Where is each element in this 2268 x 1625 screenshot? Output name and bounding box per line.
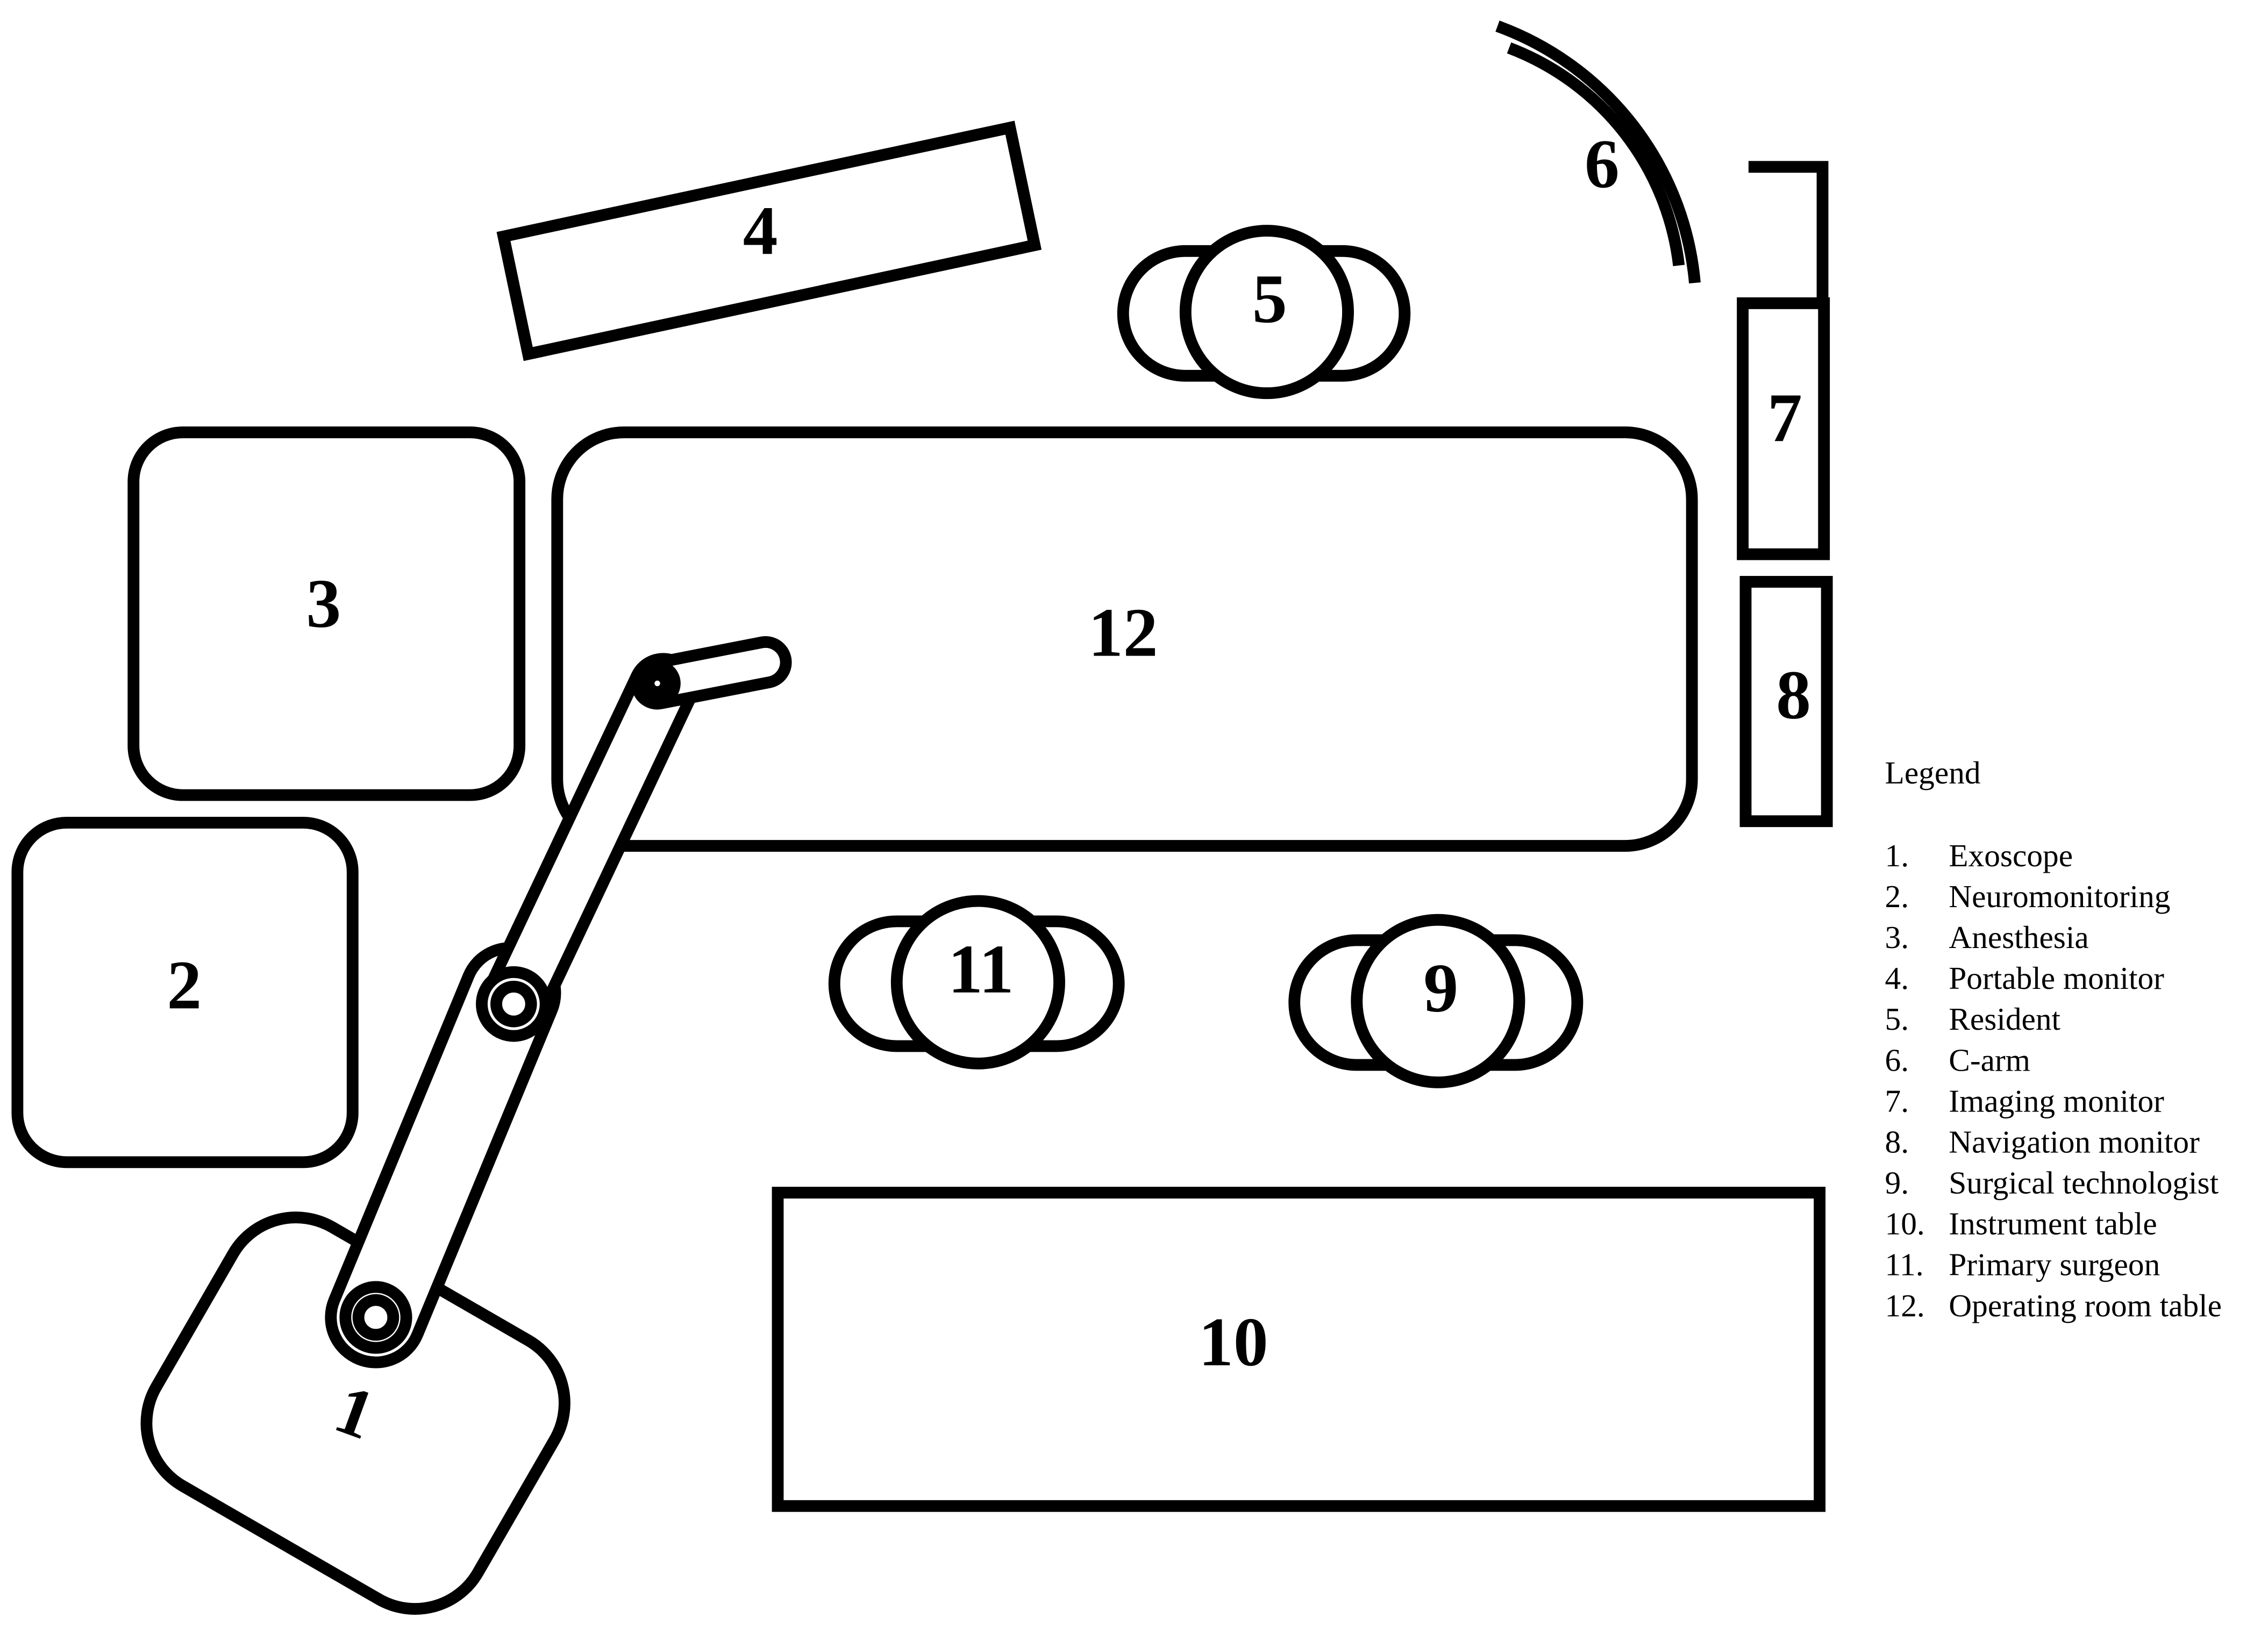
legend-item-label: Operating room table bbox=[1949, 1288, 2222, 1323]
legend-item-label: Surgical technologist bbox=[1949, 1165, 2219, 1201]
resident-figure: 5 bbox=[1117, 225, 1411, 400]
legend-item-label: Imaging monitor bbox=[1949, 1083, 2164, 1118]
exoscope: 1 bbox=[140, 636, 792, 1615]
legend-item: 4. Portable monitor bbox=[1885, 960, 2165, 996]
legend-item-number: 4. bbox=[1885, 960, 1909, 996]
legend-item: 11. Primary surgeon bbox=[1885, 1247, 2160, 1282]
label-operating-room-table: 12 bbox=[1088, 595, 1158, 672]
label-surgical-technologist: 9 bbox=[1423, 950, 1458, 1027]
primary-surgeon-figure: 11 bbox=[828, 895, 1125, 1070]
legend-item-label: Resident bbox=[1949, 1001, 2060, 1037]
legend-item-number: 7. bbox=[1885, 1083, 1909, 1118]
legend-item: 9. Surgical technologist bbox=[1885, 1165, 2219, 1201]
label-navigation-monitor: 8 bbox=[1776, 657, 1811, 734]
legend-item-number: 1. bbox=[1885, 838, 1909, 873]
legend-item-number: 3. bbox=[1885, 920, 1909, 955]
legend-item-number: 2. bbox=[1885, 879, 1909, 914]
surgical-technologist-figure: 9 bbox=[1288, 914, 1584, 1088]
legend-item: 8. Navigation monitor bbox=[1885, 1124, 2200, 1159]
label-resident: 5 bbox=[1252, 261, 1287, 338]
legend-item-label: Primary surgeon bbox=[1949, 1247, 2160, 1282]
legend-item-label: Instrument table bbox=[1949, 1206, 2157, 1242]
legend-item: 3. Anesthesia bbox=[1885, 920, 2089, 955]
legend-item-label: C-arm bbox=[1949, 1042, 2030, 1078]
anesthesia-station: 3 bbox=[127, 426, 526, 801]
label-primary-surgeon: 11 bbox=[948, 931, 1014, 1008]
legend-item: 12. Operating room table bbox=[1885, 1288, 2222, 1323]
label-imaging-monitor: 7 bbox=[1767, 380, 1802, 457]
legend-item-number: 5. bbox=[1885, 1001, 1909, 1037]
legend-item-number: 9. bbox=[1885, 1165, 1909, 1201]
legend-item-number: 12. bbox=[1885, 1288, 1925, 1323]
legend-item: 2. Neuromonitoring bbox=[1885, 879, 2171, 914]
legend-item: 6. C-arm bbox=[1885, 1042, 2030, 1078]
legend-item-label: Neuromonitoring bbox=[1949, 879, 2170, 914]
c-arm: 6 bbox=[1495, 20, 1829, 303]
legend-item-number: 10. bbox=[1885, 1206, 1925, 1242]
legend-item: 10. Instrument table bbox=[1885, 1206, 2157, 1242]
legend: Legend 1. Exoscope 2. Neuromonitoring 3. Anes… bbox=[1885, 755, 2222, 1323]
legend-item-label: Navigation monitor bbox=[1949, 1124, 2200, 1159]
legend-item: 5. Resident bbox=[1885, 1001, 2061, 1037]
legend-item-label: Portable monitor bbox=[1949, 960, 2164, 996]
legend-item: 7. Imaging monitor bbox=[1885, 1083, 2165, 1118]
legend-item-number: 8. bbox=[1885, 1124, 1909, 1159]
label-portable-monitor: 4 bbox=[743, 193, 778, 269]
label-c-arm: 6 bbox=[1585, 126, 1620, 203]
instrument-table: 10 bbox=[772, 1187, 1826, 1512]
legend-item: 1. Exoscope bbox=[1885, 838, 2073, 873]
imaging-monitor: 7 bbox=[1737, 297, 1830, 560]
legend-item-label: Anesthesia bbox=[1949, 920, 2088, 955]
legend-item-label: Exoscope bbox=[1949, 838, 2073, 873]
legend-item-number: 6. bbox=[1885, 1042, 1909, 1078]
legend-list: 1. Exoscope 2. Neuromonitoring 3. Anesthesia 4… bbox=[1885, 838, 2222, 1323]
label-instrument-table: 10 bbox=[1199, 1304, 1268, 1381]
operating-room-table: 12 bbox=[551, 426, 1698, 852]
navigation-monitor: 8 bbox=[1739, 576, 1833, 828]
legend-title: Legend bbox=[1885, 755, 1981, 790]
portable-monitor: 4 bbox=[496, 120, 1042, 361]
neuromonitoring-station: 2 bbox=[11, 816, 359, 1168]
label-neuromonitoring: 2 bbox=[167, 947, 202, 1024]
label-anesthesia: 3 bbox=[306, 566, 341, 643]
legend-item-number: 11. bbox=[1885, 1247, 1924, 1282]
